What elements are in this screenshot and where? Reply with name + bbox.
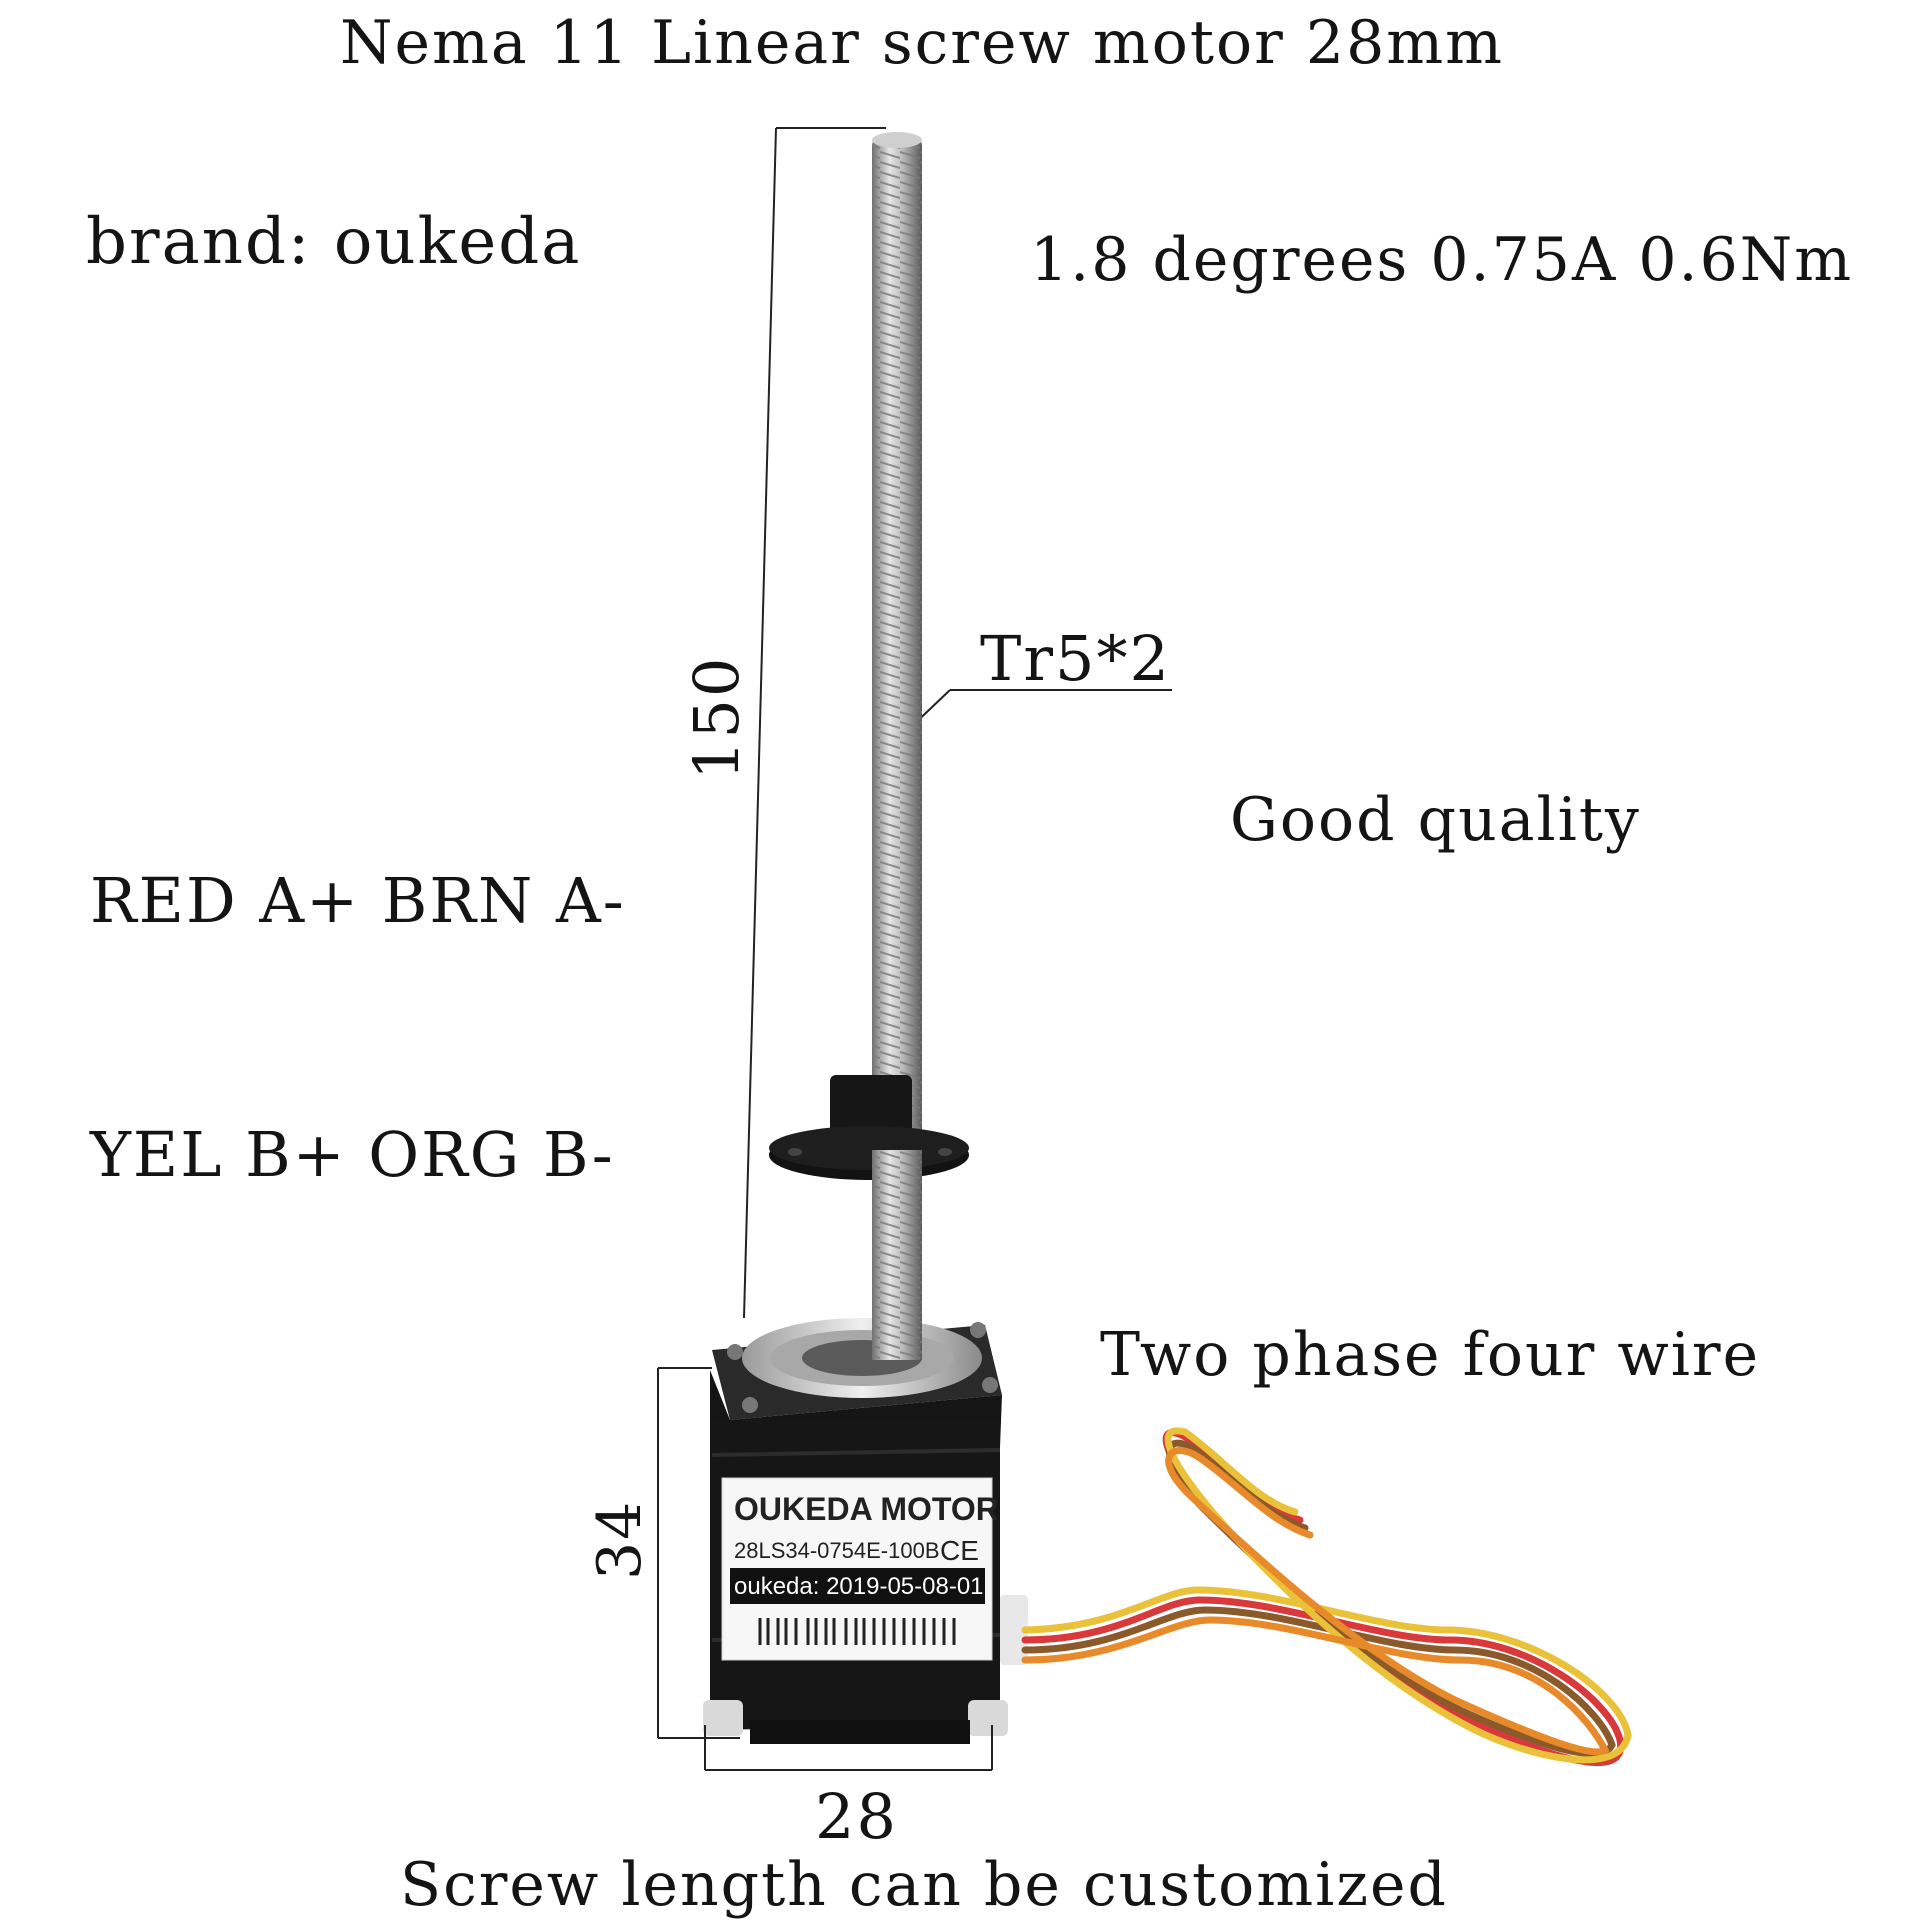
customization-note: Screw length can be customized	[400, 1850, 1448, 1920]
label-date: oukeda: 2019-05-08-01	[734, 1573, 984, 1600]
ce-mark: CE	[940, 1535, 979, 1566]
label-model: 28LS34-0754E-100B	[734, 1538, 940, 1563]
specs-text: 1.8 degrees 0.75A 0.6Nm	[1030, 225, 1854, 295]
thread-spec-label: Tr5*2	[980, 622, 1171, 695]
wiring-line-a: RED A+ BRN A-	[90, 864, 626, 937]
wiring-line-b: YEL B+ ORG B-	[90, 1118, 615, 1191]
label-brand: OUKEDA MOTOR	[734, 1491, 999, 1527]
dimension-34-lines	[657, 1367, 740, 1739]
quality-text: Good quality	[1230, 785, 1641, 855]
flange-nut	[769, 1075, 969, 1180]
barcode	[758, 1618, 956, 1645]
lead-screw	[872, 132, 922, 1346]
dimension-150-lines	[743, 127, 886, 1319]
screw-length-label: 150	[680, 655, 753, 780]
body-height-label: 34	[585, 1499, 655, 1580]
page-title: Nema 11 Linear screw motor 28mm	[340, 8, 1505, 78]
thread-leader	[907, 689, 1172, 731]
wire-connector	[1000, 1595, 1028, 1665]
wire-bundle	[1021, 1427, 1632, 1767]
phase-text: Two phase four wire	[1100, 1320, 1761, 1390]
dimension-28-lines	[704, 1725, 993, 1771]
motor-label: OUKEDA MOTOR 28LS34-0754E-100B CE oukeda…	[721, 1477, 999, 1661]
brand-text: brand: oukeda	[86, 205, 582, 279]
body-width-label: 28	[815, 1780, 898, 1853]
